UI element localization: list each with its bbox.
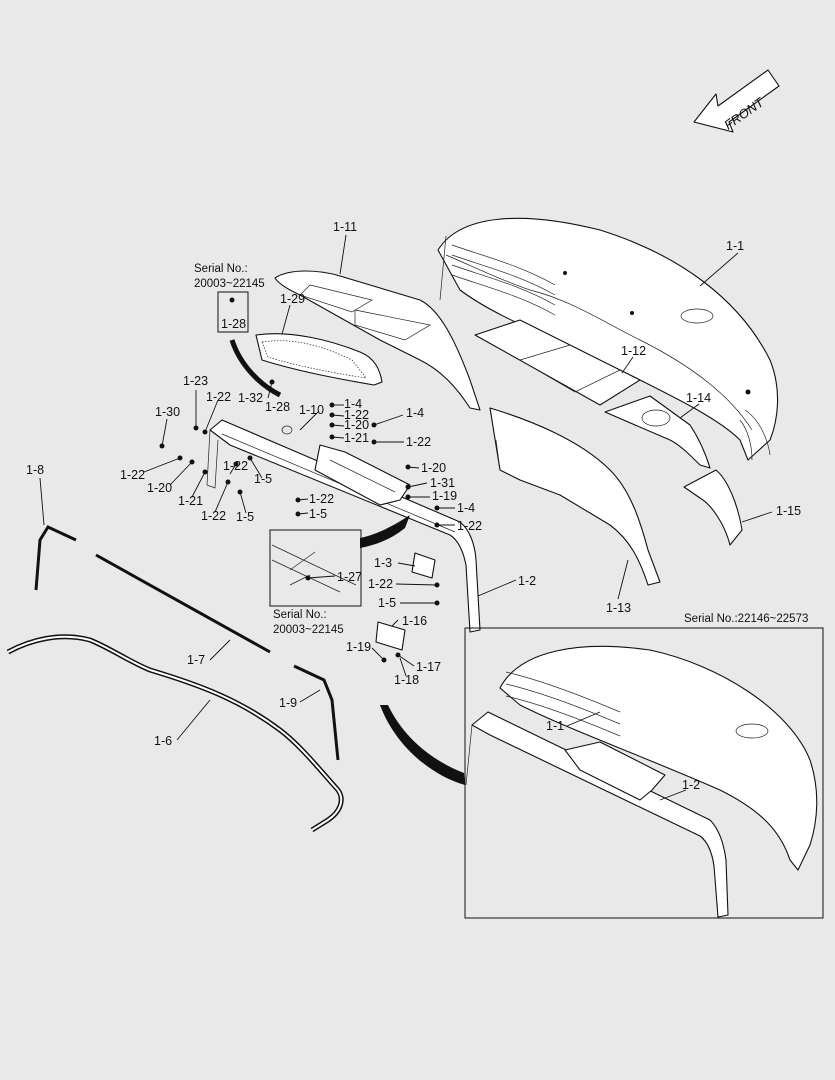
callout-1-5-b: 1-5 xyxy=(236,510,254,524)
inset-arrow xyxy=(380,705,465,785)
seal-part-1-9 xyxy=(293,664,340,761)
callout-1-5-c: 1-5 xyxy=(309,507,327,521)
callout-1-1: 1-1 xyxy=(726,239,744,253)
grille-part-1-29 xyxy=(229,333,383,398)
inset-frame-1-2 xyxy=(465,711,729,918)
front-arrow: FRONT xyxy=(693,69,780,133)
callout-1-30: 1-30 xyxy=(155,405,180,419)
callout-1-3: 1-3 xyxy=(374,556,392,570)
detail-part-1-27 xyxy=(271,544,357,593)
bracket-part-1-3 xyxy=(411,552,436,579)
callout-inset-1-2: 1-2 xyxy=(682,778,700,792)
callout-1-4-a: 1-4 xyxy=(344,397,362,411)
callout-1-12: 1-12 xyxy=(621,344,646,358)
callout-1-22-g: 1-22 xyxy=(457,519,482,533)
serial-note-top-left-2: 20003~22145 xyxy=(194,278,265,290)
panel-part-1-12 xyxy=(474,319,641,406)
callout-1-4-c: 1-4 xyxy=(457,501,475,515)
detail-box xyxy=(269,529,362,607)
callout-1-17: 1-17 xyxy=(416,660,441,674)
seal-part-1-7 xyxy=(95,553,271,654)
callout-1-7: 1-7 xyxy=(187,653,205,667)
callout-1-20-b: 1-20 xyxy=(344,418,369,432)
callout-1-15: 1-15 xyxy=(776,504,801,518)
detail-arrow xyxy=(360,515,410,548)
switch-part-1-16 xyxy=(375,621,406,651)
leader-lines xyxy=(39,234,773,801)
callout-1-29: 1-29 xyxy=(280,292,305,306)
seal-part-1-6 xyxy=(6,634,344,833)
callout-1-28-box: 1-28 xyxy=(221,317,246,331)
inset-box xyxy=(464,627,824,919)
callout-1-32: 1-32 xyxy=(238,391,263,405)
callout-1-31: 1-31 xyxy=(430,476,455,490)
callout-1-22-d: 1-22 xyxy=(201,509,226,523)
serial-note-top-left-1: Serial No.: xyxy=(194,263,248,275)
callout-1-8: 1-8 xyxy=(26,463,44,477)
callout-1-16: 1-16 xyxy=(402,614,427,628)
serial-note-inset: Serial No.:22146~22573 xyxy=(684,613,808,625)
callout-1-9: 1-9 xyxy=(279,696,297,710)
callout-1-10: 1-10 xyxy=(299,403,324,417)
callout-1-28: 1-28 xyxy=(265,400,290,414)
callout-1-21-b: 1-21 xyxy=(344,431,369,445)
callout-1-2: 1-2 xyxy=(518,574,536,588)
inset-hood-1-1 xyxy=(499,645,818,871)
callout-1-22-a: 1-22 xyxy=(206,390,231,404)
callout-1-23: 1-23 xyxy=(183,374,208,388)
serial-note-mid-1: Serial No.: xyxy=(273,609,327,621)
callout-1-20-c: 1-20 xyxy=(421,461,446,475)
callout-inset-1-1: 1-1 xyxy=(546,719,564,733)
panel-part-1-15 xyxy=(683,469,743,546)
callout-1-22-i: 1-22 xyxy=(368,577,393,591)
callout-1-13: 1-13 xyxy=(606,601,631,615)
panel-part-1-11 xyxy=(274,270,481,411)
callout-1-20-a: 1-20 xyxy=(147,481,172,495)
callout-1-22-c: 1-22 xyxy=(120,468,145,482)
serial-note-mid-2: 20003~22145 xyxy=(273,624,344,636)
panel-part-1-14 xyxy=(604,395,711,469)
callout-1-27: 1-27 xyxy=(337,570,362,584)
callout-1-4-b: 1-4 xyxy=(406,406,424,420)
callout-1-5-d: 1-5 xyxy=(378,596,396,610)
callout-1-6: 1-6 xyxy=(154,734,172,748)
callout-1-22-e: 1-22 xyxy=(344,408,369,422)
fastener-box-1-28 xyxy=(217,291,249,333)
frame-part-1-2 xyxy=(206,419,481,633)
callout-1-19-b: 1-19 xyxy=(346,640,371,654)
seal-part-1-8 xyxy=(34,525,77,591)
callout-1-21-a: 1-21 xyxy=(178,494,203,508)
callout-1-14: 1-14 xyxy=(686,391,711,405)
callout-1-19-a: 1-19 xyxy=(432,489,457,503)
callout-1-22-b: 1-22 xyxy=(223,459,248,473)
panel-part-1-13 xyxy=(489,407,661,586)
callout-1-18: 1-18 xyxy=(394,673,419,687)
callout-1-11: 1-11 xyxy=(333,220,357,234)
callout-1-22-h: 1-22 xyxy=(309,492,334,506)
callout-1-22-f: 1-22 xyxy=(406,435,431,449)
callout-1-5-a: 1-5 xyxy=(254,472,272,486)
